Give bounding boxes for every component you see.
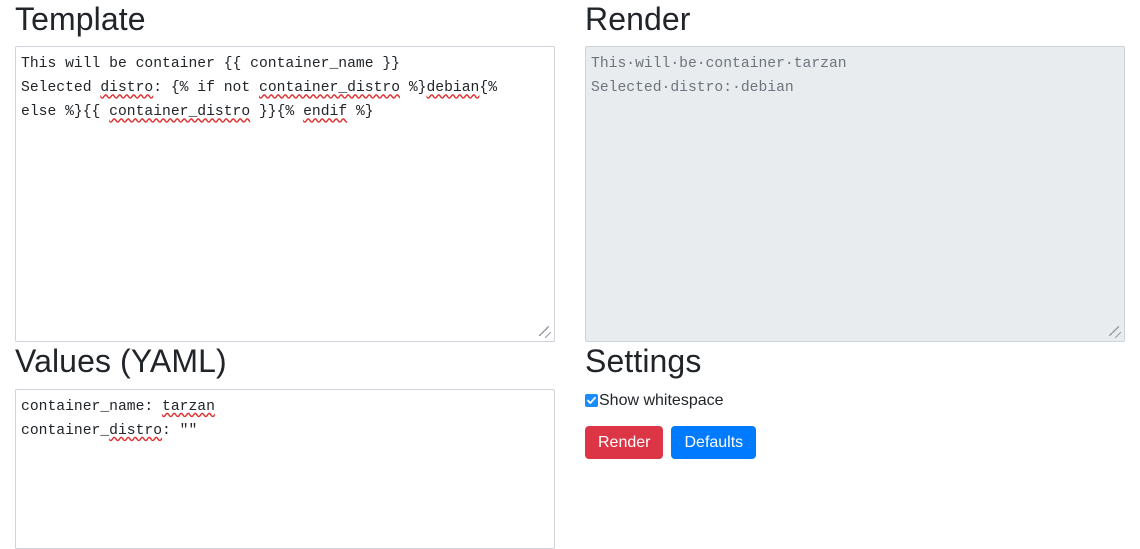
template-line-2-part-c: %}: [400, 80, 427, 97]
values-line-2-part-a: container_: [21, 422, 110, 439]
template-line-3-part-b: }}{%: [250, 104, 304, 121]
settings-body: Show whitespace Render Defaults: [585, 391, 1125, 459]
template-line-2-part-d: {%: [479, 80, 498, 97]
values-line-1-part-a: container_name:: [21, 398, 163, 415]
render-output-textarea[interactable]: This·will·be·container·tarzan Selected·d…: [585, 46, 1125, 343]
template-line-3-misspelled-container-distro: container_distro: [109, 104, 251, 121]
template-line-1: This will be container {{ container_name…: [21, 56, 400, 73]
values-section-heading: Values (YAML): [15, 343, 227, 380]
template-line-3-part-c: %}: [347, 104, 374, 121]
render-line-1: This·will·be·container·tarzan: [591, 56, 847, 73]
template-line-2-misspelled-debian: debian: [426, 80, 480, 97]
template-line-3-misspelled-endif: endif: [303, 104, 348, 121]
settings-button-row: Render Defaults: [585, 425, 1125, 459]
checkmark-icon: [587, 396, 596, 404]
template-renderer-page: Template This will be container {{ conta…: [15, 0, 1125, 549]
render-line-2: Selected·distro:·debian: [591, 80, 794, 97]
values-line-2-part-b: : "": [162, 422, 198, 439]
right-column: Render This·will·be·container·tarzan Sel…: [585, 0, 1125, 459]
show-whitespace-label: Show whitespace: [599, 391, 724, 409]
render-textarea-resize-grip[interactable]: [1109, 326, 1123, 341]
template-line-2-part-b: : {% if not: [153, 80, 259, 97]
template-textarea-resize-grip[interactable]: [539, 326, 553, 341]
template-line-2-part-a: Selected: [21, 80, 101, 97]
values-line-2-misspelled-distro: distro: [109, 422, 163, 439]
values-yaml-textarea[interactable]: container_name: tarzan container_distro:…: [15, 388, 555, 549]
defaults-button[interactable]: Defaults: [671, 425, 757, 459]
template-section-heading: Template: [15, 1, 146, 37]
render-button[interactable]: Render: [585, 425, 664, 459]
render-section-heading: Render: [585, 1, 691, 37]
template-line-2-misspelled-container-distro: container_distro: [259, 80, 401, 97]
template-line-3-part-a: else %}{{: [21, 104, 110, 121]
left-column: Template This will be container {{ conta…: [15, 0, 555, 549]
show-whitespace-checkbox[interactable]: [585, 393, 598, 407]
template-textarea[interactable]: This will be container {{ container_name…: [15, 46, 555, 343]
show-whitespace-row[interactable]: Show whitespace: [585, 391, 1125, 410]
settings-section-heading: Settings: [585, 343, 702, 380]
values-line-1-misspelled-tarzan: tarzan: [162, 398, 215, 415]
template-line-2-misspelled-distro: distro: [100, 80, 154, 97]
